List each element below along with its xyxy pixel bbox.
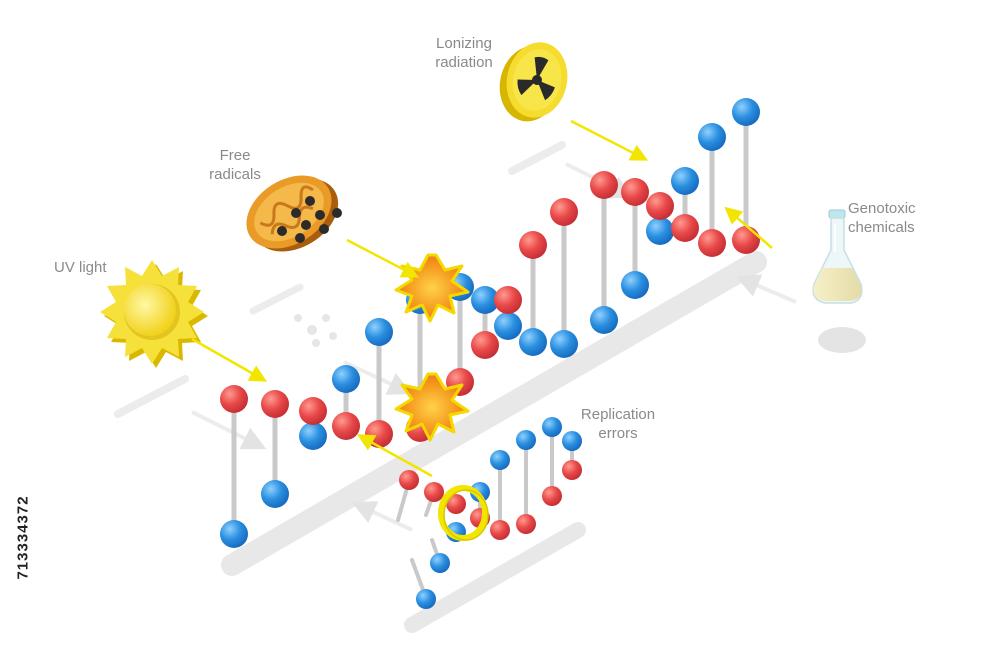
nucleotides-main xyxy=(220,98,760,548)
label-free-radicals-line2: radicals xyxy=(209,166,261,183)
radiation-icon xyxy=(499,42,568,122)
stock-id-vertical: 713334372 xyxy=(6,432,40,642)
sun-icon xyxy=(100,260,208,368)
label-replication-line1: Replication xyxy=(580,406,656,423)
replication-error-ring-icon xyxy=(438,485,489,541)
label-ionizing-line2: radiation xyxy=(435,54,493,71)
label-genotoxic-line2: chemicals xyxy=(848,219,915,236)
label-replication-line2: errors xyxy=(598,425,638,442)
cause-arrows xyxy=(191,119,773,478)
label-free-radicals: Free radicals xyxy=(200,146,270,184)
label-genotoxic-chemicals: Genotoxic chemicals xyxy=(848,199,948,237)
label-uv-light: UV light xyxy=(54,259,107,276)
label-genotoxic-line1: Genotoxic xyxy=(848,200,916,217)
label-ionizing-line1: Lonizing xyxy=(436,35,492,52)
label-ionizing-radiation: Lonizing radiation xyxy=(423,34,505,72)
stock-id-text: 713334372 xyxy=(14,494,32,580)
flask-icon xyxy=(812,209,863,304)
label-replication-errors: Replication errors xyxy=(568,405,668,443)
free-radical-particles xyxy=(277,196,342,243)
label-free-radicals-line1: Free xyxy=(219,147,251,164)
floor-shadows xyxy=(114,141,866,633)
